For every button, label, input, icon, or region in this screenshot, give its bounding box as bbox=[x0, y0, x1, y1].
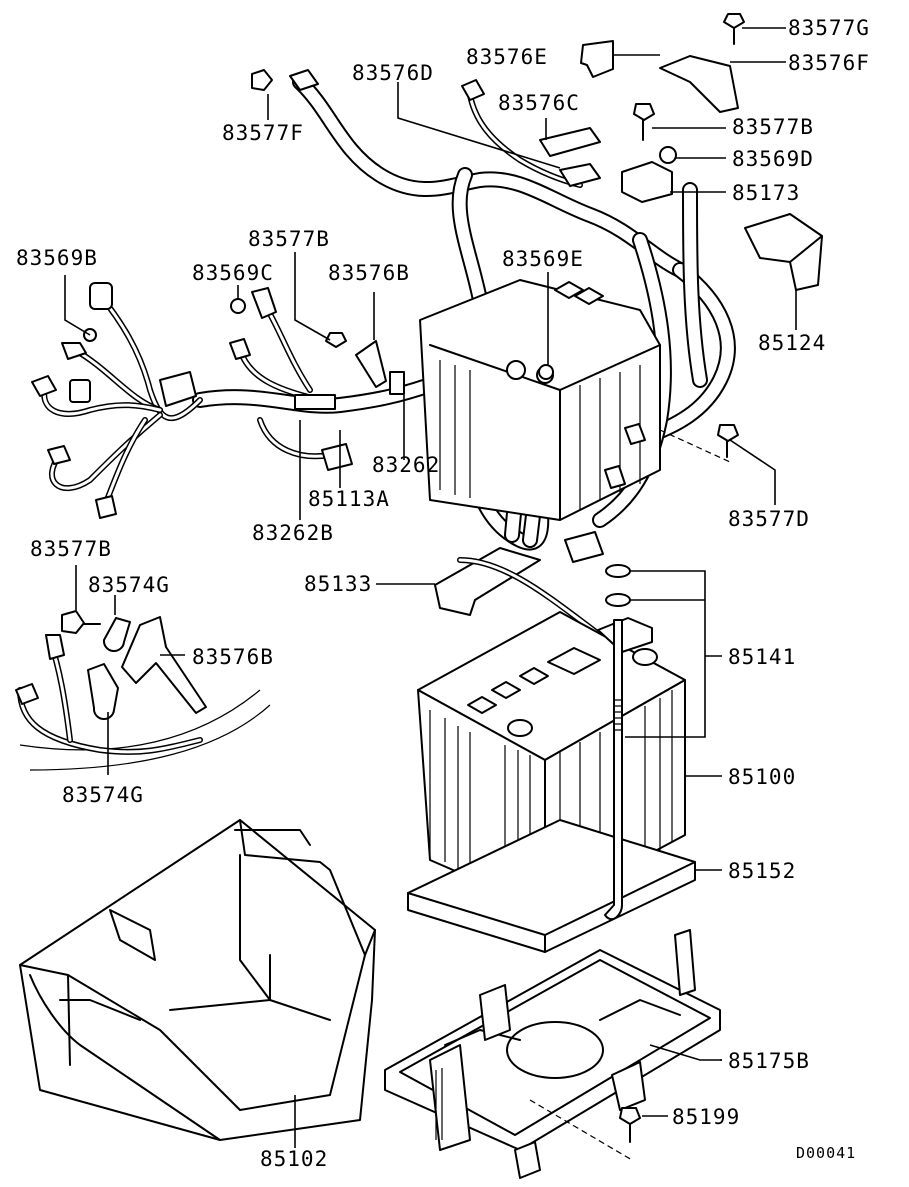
label-83576B-top: 83576B bbox=[328, 261, 410, 285]
label-83577B-low: 83577B bbox=[30, 537, 112, 561]
label-83569D: 83569D bbox=[732, 147, 814, 171]
label-83576B-low: 83576B bbox=[192, 645, 274, 669]
harness-connectors-icon bbox=[31, 282, 405, 519]
label-85175B: 85175B bbox=[728, 1049, 810, 1073]
leader-lines-top bbox=[64, 27, 797, 520]
label-83569C: 83569C bbox=[192, 261, 274, 285]
upper-battery-icon bbox=[419, 279, 661, 521]
label-83577G: 83577G bbox=[788, 16, 870, 40]
label-83577B-top: 83577B bbox=[732, 115, 814, 139]
label-83576E: 83576E bbox=[466, 45, 548, 69]
label-83577F: 83577F bbox=[222, 121, 304, 145]
label-85152: 85152 bbox=[728, 859, 796, 883]
label-83577D: 83577D bbox=[728, 507, 810, 531]
label-85133: 85133 bbox=[304, 572, 372, 596]
hold-down-bolt-icon bbox=[604, 564, 722, 921]
label-83576F: 83576F bbox=[788, 51, 870, 75]
label-83574G-low: 83574G bbox=[62, 783, 144, 807]
label-83262: 83262 bbox=[372, 453, 440, 477]
label-85100: 85100 bbox=[728, 765, 796, 789]
label-83576D: 83576D bbox=[352, 61, 434, 85]
top-hardware-icon bbox=[230, 13, 823, 563]
label-83574G-top: 83574G bbox=[88, 573, 170, 597]
label-85173: 85173 bbox=[732, 181, 800, 205]
label-83577B-mid: 83577B bbox=[248, 227, 330, 251]
battery-tray-icon bbox=[384, 929, 722, 1179]
label-85124: 85124 bbox=[758, 331, 826, 355]
label-85113A: 85113A bbox=[308, 487, 390, 511]
label-83262B: 83262B bbox=[252, 521, 334, 545]
label-85199: 85199 bbox=[672, 1105, 740, 1129]
left-detail-icon bbox=[15, 565, 271, 775]
label-83569E: 83569E bbox=[502, 247, 584, 271]
label-85141: 85141 bbox=[728, 645, 796, 669]
label-85102: 85102 bbox=[260, 1147, 328, 1171]
diagram-code: D00041 bbox=[796, 1144, 856, 1162]
label-83569B: 83569B bbox=[16, 246, 98, 270]
battery-box-icon bbox=[19, 819, 376, 1148]
battery-plate-icon bbox=[407, 819, 696, 953]
tray-bolt-icon bbox=[619, 1107, 668, 1143]
label-83576C: 83576C bbox=[498, 91, 580, 115]
